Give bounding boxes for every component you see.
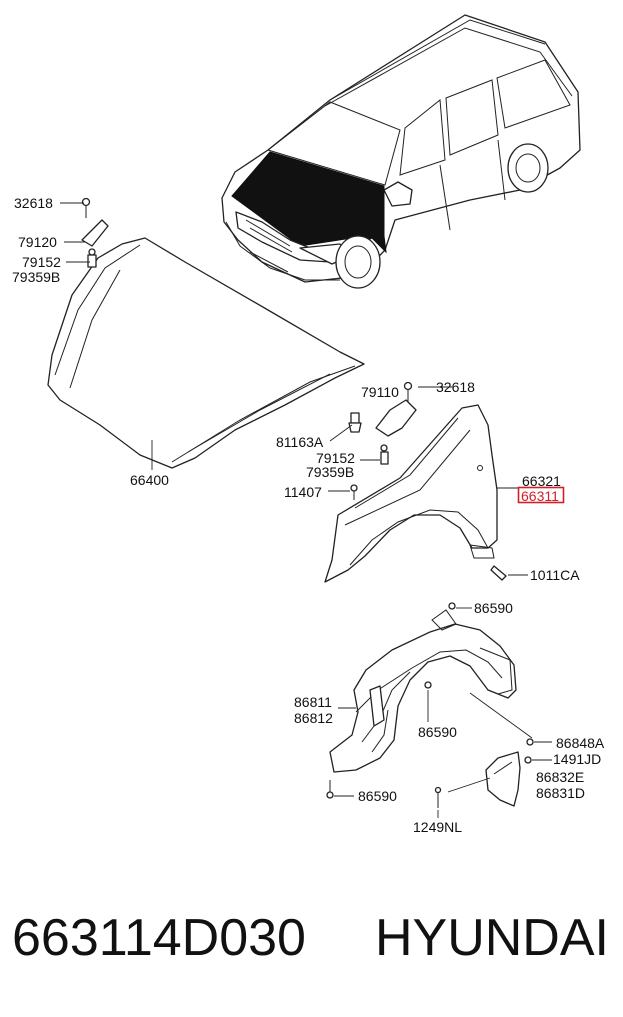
label-79359b-b: 79359B bbox=[306, 464, 354, 480]
label-79152: 79152 bbox=[22, 254, 61, 270]
vehicle-illustration bbox=[221, 14, 581, 289]
highlight-box bbox=[517, 486, 565, 504]
label-86590-c: 86590 bbox=[358, 788, 397, 804]
label-86811: 86811 bbox=[294, 694, 332, 710]
label-66321: 66321 bbox=[522, 473, 561, 489]
label-86831d: 86831D bbox=[536, 785, 585, 801]
label-1491jd: 1491JD bbox=[553, 751, 601, 767]
hood-hinge-left bbox=[81, 197, 109, 268]
label-1011ca: 1011CA bbox=[530, 567, 580, 583]
label-86590: 86590 bbox=[474, 600, 513, 616]
label-79110: 79110 bbox=[361, 384, 399, 400]
label-11407: 11407 bbox=[284, 484, 322, 500]
brand-name: HYUNDAI bbox=[374, 909, 609, 967]
label-79359b: 79359B bbox=[12, 269, 60, 285]
hood-panel bbox=[47, 237, 365, 469]
mud-guard bbox=[434, 738, 534, 808]
wheel-liner bbox=[326, 602, 517, 799]
label-32618: 32618 bbox=[14, 195, 53, 211]
callout-labels: 32618 79120 79152 79359B 66400 79110 326… bbox=[12, 195, 605, 835]
leader-lines bbox=[60, 202, 552, 818]
label-1249nl: 1249NL bbox=[413, 819, 462, 835]
label-79120: 79120 bbox=[18, 234, 57, 250]
parts-diagram: 32618 79120 79152 79359B 66400 79110 326… bbox=[12, 14, 605, 835]
label-32618-b: 32618 bbox=[436, 379, 475, 395]
label-86848a: 86848A bbox=[556, 735, 605, 751]
label-79152-b: 79152 bbox=[316, 450, 355, 466]
label-81163a: 81163A bbox=[276, 434, 324, 450]
label-66400: 66400 bbox=[130, 472, 169, 488]
label-86832e: 86832E bbox=[536, 769, 584, 785]
front-fender bbox=[324, 404, 507, 583]
label-86812: 86812 bbox=[294, 710, 333, 726]
label-86590-b: 86590 bbox=[418, 724, 457, 740]
part-number: 663114D030 bbox=[12, 909, 306, 967]
label-66311-highlighted: 66311 bbox=[521, 488, 559, 504]
